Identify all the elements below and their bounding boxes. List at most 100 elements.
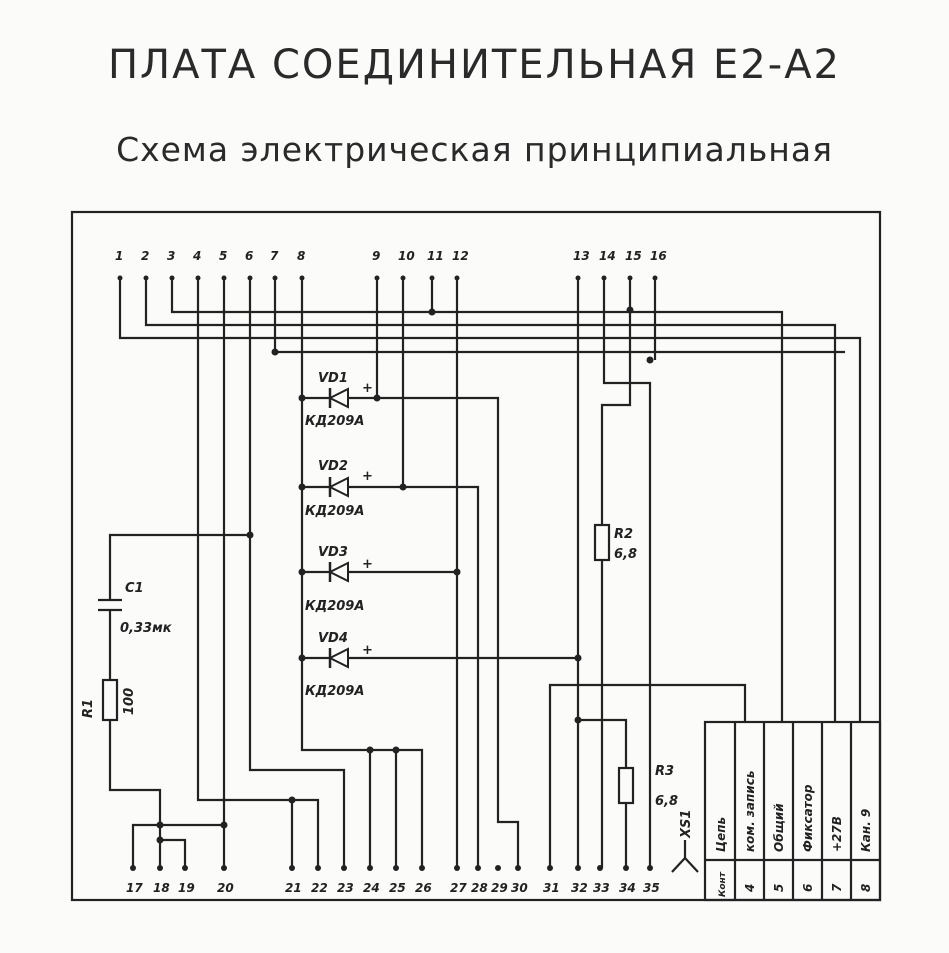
pin-terminal bbox=[130, 865, 136, 871]
wires bbox=[98, 278, 882, 902]
bottom-pin-label: 23 bbox=[337, 881, 354, 895]
table-circuit-cell: +27В bbox=[830, 816, 844, 852]
junction-dots bbox=[156, 306, 654, 844]
junction-dot bbox=[298, 394, 306, 402]
junction-dot bbox=[428, 308, 436, 316]
top-pin-label: 4 bbox=[192, 249, 201, 263]
r2-ref: R2 bbox=[614, 527, 633, 542]
top-pin-label: 8 bbox=[297, 249, 305, 263]
bottom-pin-label: 21 bbox=[285, 881, 302, 895]
c1-value: 0,33мк bbox=[120, 621, 173, 636]
vd4-type: КД209А bbox=[305, 684, 364, 699]
r3-value: 6,8 bbox=[655, 794, 678, 809]
pin-terminal bbox=[315, 865, 321, 871]
bottom-pin-label: 35 bbox=[643, 881, 660, 895]
diode-symbol bbox=[327, 476, 349, 498]
vd1-ref: VD1 bbox=[318, 371, 348, 386]
vd1-polarity: + bbox=[362, 381, 373, 396]
table-contact-cell: 4 bbox=[743, 884, 757, 893]
pin-terminal bbox=[221, 275, 227, 281]
table-header-contact: Конт bbox=[718, 871, 728, 897]
top-pin-label: 15 bbox=[625, 249, 642, 263]
vd4-ref: VD4 bbox=[318, 631, 348, 646]
bottom-pin-label: 31 bbox=[543, 881, 560, 895]
top-pin-label: 9 bbox=[372, 249, 380, 263]
bottom-pin-label: 24 bbox=[363, 881, 380, 895]
diodes bbox=[327, 387, 349, 669]
vd3-type: КД209А bbox=[305, 599, 364, 614]
junction-dot bbox=[574, 716, 582, 724]
junction-dot bbox=[298, 654, 306, 662]
top-pin-label: 7 bbox=[270, 249, 279, 263]
bottom-pin-label: 28 bbox=[471, 881, 488, 895]
junction-dot bbox=[453, 568, 461, 576]
bottom-pin-label: 27 bbox=[450, 881, 467, 895]
bottom-pin-label: 20 bbox=[217, 881, 234, 895]
table-circuit-cell: ком. запись bbox=[743, 771, 757, 852]
page-title: ПЛАТА СОЕДИНИТЕЛЬНАЯ Е2-А2 bbox=[107, 42, 842, 88]
junction-dot bbox=[220, 821, 228, 829]
pin-terminal bbox=[157, 865, 163, 871]
table-contact-cell: 5 bbox=[772, 884, 786, 892]
top-pin-label: 5 bbox=[219, 249, 227, 263]
junction-dot bbox=[646, 356, 654, 364]
top-pin-label: 3 bbox=[167, 249, 175, 263]
vd2-ref: VD2 bbox=[318, 459, 348, 474]
pin-terminal bbox=[195, 275, 201, 281]
pin-terminal bbox=[143, 275, 149, 281]
bottom-pin-label: 33 bbox=[593, 881, 610, 895]
pin-terminal bbox=[341, 865, 347, 871]
bottom-pin-label: 30 bbox=[511, 881, 528, 895]
table-header-circuit: Цепь bbox=[714, 817, 728, 852]
board-frame bbox=[70, 210, 882, 902]
bottom-pin-label: 17 bbox=[126, 881, 143, 895]
top-pin-label: 2 bbox=[141, 249, 149, 263]
pin-terminal bbox=[367, 865, 373, 871]
junction-dot bbox=[271, 348, 279, 356]
junction-dot bbox=[626, 306, 634, 314]
pin-terminal bbox=[117, 275, 123, 281]
diode-symbol bbox=[327, 647, 349, 669]
pin-terminal bbox=[289, 865, 295, 871]
top-pin-label: 10 bbox=[398, 249, 415, 263]
table-contact-cell: 6 bbox=[801, 884, 815, 892]
bottom-pin-label: 19 bbox=[178, 881, 195, 895]
vd2-polarity: + bbox=[362, 469, 373, 484]
top-pin-label: 6 bbox=[245, 249, 253, 263]
junction-dot bbox=[156, 821, 164, 829]
pin-terminal bbox=[575, 865, 581, 871]
top-pin-label: 12 bbox=[452, 249, 469, 263]
pin-terminal bbox=[627, 275, 633, 281]
pin-terminal bbox=[221, 865, 227, 871]
pin-terminal bbox=[647, 865, 653, 871]
pin-terminal bbox=[515, 865, 521, 871]
junction-dot bbox=[288, 796, 296, 804]
top-pin-label: 11 bbox=[427, 249, 444, 263]
vd3-ref: VD3 bbox=[318, 545, 348, 560]
pin-terminal bbox=[299, 275, 305, 281]
pin-terminal bbox=[475, 865, 481, 871]
pin-terminal bbox=[597, 865, 603, 871]
junction-dot bbox=[298, 483, 306, 491]
pin-terminal bbox=[400, 275, 406, 281]
bottom-pin-label: 26 bbox=[415, 881, 432, 895]
vd4-polarity: + bbox=[362, 643, 373, 658]
table-contact-cell: 8 bbox=[859, 884, 873, 892]
top-pin-label: 13 bbox=[573, 249, 590, 263]
bottom-pin-label: 25 bbox=[389, 881, 406, 895]
junction-dot bbox=[298, 568, 306, 576]
junction-dot bbox=[399, 483, 407, 491]
bottom-pin-label: 22 bbox=[311, 881, 328, 895]
pin-terminal bbox=[454, 865, 460, 871]
pin-terminal bbox=[623, 865, 629, 871]
table-circuit-cell: Общий bbox=[772, 803, 786, 852]
bottom-pin-label: 32 bbox=[571, 881, 588, 895]
pin-terminal bbox=[601, 275, 607, 281]
junction-dot bbox=[246, 531, 254, 539]
pin-terminal bbox=[429, 275, 435, 281]
vd2-type: КД209А bbox=[305, 504, 364, 519]
